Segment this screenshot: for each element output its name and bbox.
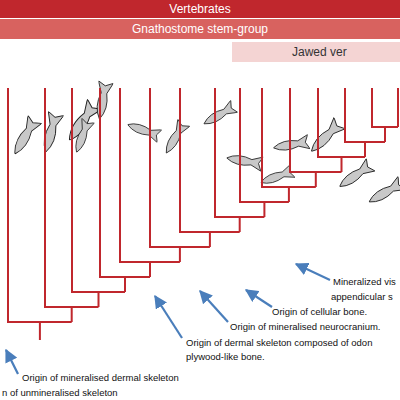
fish-drawing — [8, 115, 42, 158]
leader-arrow — [296, 264, 330, 280]
annotation-text: Origin of mineralised dermal skeleton — [22, 372, 179, 383]
fish-drawing — [365, 176, 400, 208]
leader-arrow — [246, 290, 272, 307]
fish-drawing — [92, 81, 113, 121]
clade-band: Gnathostome stem-group — [0, 19, 400, 39]
clade-name: Vertebrates — [169, 2, 230, 16]
fish-drawing — [125, 118, 162, 142]
annotation-text: Origin of mineralised neurocranium. — [230, 321, 380, 332]
annotation-text: plywood-like bone. — [186, 351, 265, 362]
annotation-text: Mineralized vis — [333, 276, 396, 287]
leader-arrow — [6, 350, 18, 374]
fish-drawing — [200, 100, 237, 130]
fish-drawing — [306, 117, 346, 157]
fish-drawing — [160, 119, 190, 156]
fish-drawing — [272, 135, 310, 155]
clade-band: Vertebrates — [0, 0, 400, 18]
annotation-text: appendicular s — [331, 291, 393, 302]
leader-arrows — [6, 264, 330, 374]
annotation-text: Origin of cellular bone. — [272, 306, 367, 317]
clade-name: Jawed ver — [292, 45, 347, 59]
fish-drawing — [70, 118, 94, 155]
clade-band: Jawed ver — [232, 42, 400, 62]
fish-illustrations — [8, 81, 400, 209]
annotation-text: n of unmineralised skeleton — [2, 387, 118, 398]
clade-name: Gnathostome stem-group — [132, 22, 268, 36]
annotation-text: Origin of dermal skeleton composed of od… — [186, 337, 372, 348]
fish-drawing — [38, 111, 64, 154]
leader-arrow — [155, 296, 182, 338]
leader-arrow — [200, 291, 228, 322]
cladogram-tree — [8, 88, 398, 340]
fish-drawing — [225, 151, 263, 171]
